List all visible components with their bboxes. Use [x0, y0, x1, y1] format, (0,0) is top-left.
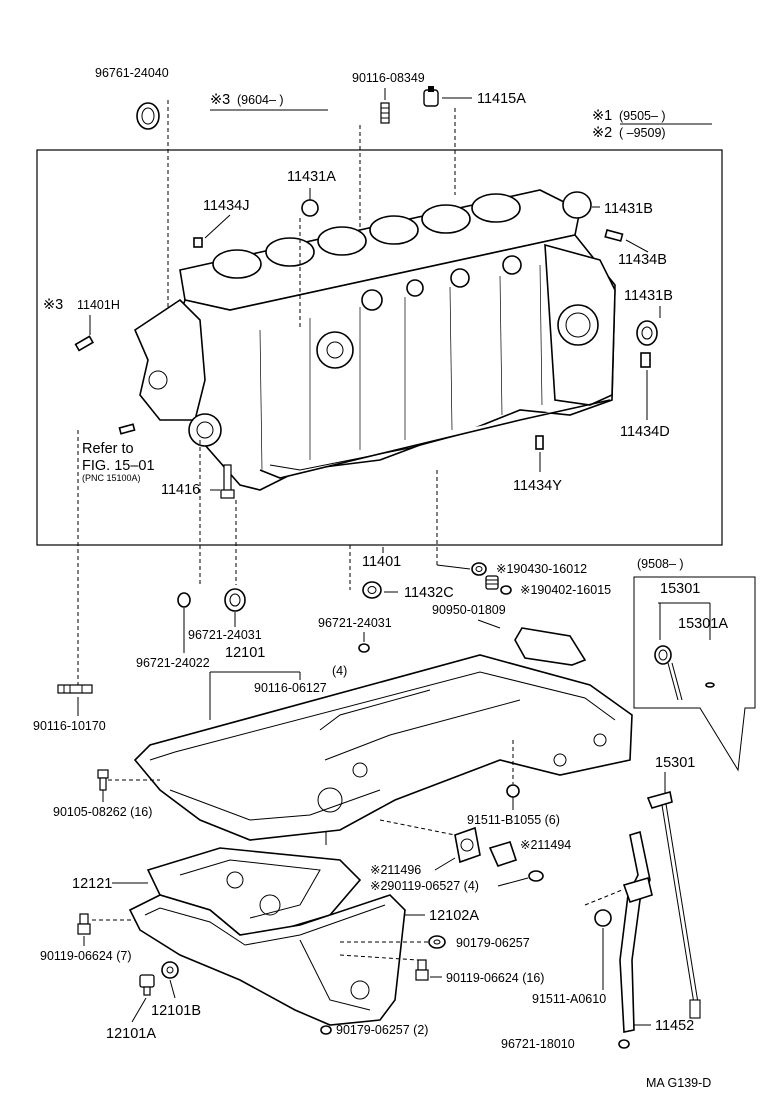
label-11434B: 11434B	[618, 252, 667, 268]
label-90179-06257: 90179-06257	[456, 936, 530, 950]
refer-line1: Refer to	[82, 441, 134, 457]
label-12101: 12101	[225, 645, 265, 661]
label-90179-06257-2: 90179-06257 (2)	[336, 1023, 428, 1037]
label-11401H-note: ※3	[43, 297, 63, 313]
legend-note2: ※2	[592, 125, 612, 141]
plug-11432C-icon	[362, 581, 382, 599]
oil-pan-lower-icon	[128, 894, 406, 1026]
legend-note1-range: (9505– )	[619, 109, 666, 123]
drain-plug-12101A-icon	[139, 974, 155, 996]
gasket-12101B-icon	[161, 961, 179, 979]
label-12102A: 12102A	[429, 908, 479, 924]
label-96721-24022: 96721-24022	[136, 656, 210, 670]
bolt-11416-icon	[220, 464, 235, 499]
label-11431B-mid: 11431B	[624, 288, 673, 304]
nut-90179-06257-icon	[428, 935, 446, 949]
bolt-90119-06624-16-icon	[415, 959, 429, 981]
legend-note1: ※1	[592, 108, 612, 124]
label-90116-06127: 90116-06127	[254, 681, 327, 695]
o-ring-96721-18010-icon	[618, 1039, 630, 1049]
label-11431B-top: 11431B	[604, 201, 653, 217]
label-15301A: 15301A	[678, 616, 728, 632]
label-96721-18010: 96721-18010	[501, 1037, 575, 1051]
label-11452: 11452	[655, 1018, 694, 1034]
bolt-90105-08262-icon	[97, 769, 109, 791]
dipstick-box-range: (9508– )	[637, 557, 684, 571]
refer-line3: (PNC 15100A)	[82, 473, 141, 483]
label-91511-A0610: 91511-A0610	[532, 992, 606, 1006]
label-11401H: 11401H	[77, 298, 120, 312]
plug-91511-A0610-icon	[594, 909, 612, 927]
plug-91511-B1055-icon	[506, 784, 520, 798]
plug-11431B-icon	[562, 191, 592, 219]
label-12121: 12121	[72, 876, 112, 892]
label-190430: ※190430-16012	[496, 562, 587, 576]
legend-note3-range: (9604– )	[237, 93, 284, 107]
plug-190402-icon	[485, 575, 512, 595]
legend-note2-range: ( –9509)	[619, 126, 666, 140]
o-ring-96721-24031-icon	[224, 588, 246, 612]
label-96721-24031-b: 96721-24031	[188, 628, 262, 642]
oil-pan-upper-icon	[133, 654, 633, 841]
stud-90116-10170-icon	[57, 684, 93, 694]
refer-line2: FIG. 15–01	[82, 458, 155, 474]
label-190402: ※190402-16015	[520, 583, 611, 597]
label-11431A: 11431A	[287, 169, 336, 185]
label-11401: 11401	[362, 554, 401, 570]
label-90119-06624-7: 90119-06624 (7)	[40, 949, 132, 963]
label-11416: 11416	[161, 482, 200, 498]
washer-190430-icon	[471, 562, 487, 576]
label-12101B: 12101B	[151, 1003, 201, 1019]
label-96721-24031-a: 96721-24031	[318, 616, 392, 630]
label-96761-24040: 96761-24040	[95, 66, 169, 80]
label-15301: 15301	[655, 755, 695, 771]
label-90950-01809: 90950-01809	[432, 603, 506, 617]
label-15301-box: 15301	[660, 581, 700, 597]
plug-icon	[423, 86, 439, 107]
label-90119-06527: ※290119-06527 (4)	[370, 879, 479, 893]
legend-note3: ※3	[210, 92, 230, 108]
label-90116-10170: 90116-10170	[33, 719, 106, 733]
label-91511-B1055: 91511-B1055 (6)	[467, 813, 560, 827]
label-qty4: (4)	[332, 664, 347, 678]
label-90116-08349: 90116-08349	[352, 71, 425, 85]
label-11434J: 11434J	[203, 198, 250, 214]
label-11496: ※211496	[370, 863, 421, 877]
bolt-90119-06527-icon	[528, 870, 544, 882]
dipstick-icon	[646, 791, 701, 1019]
dipstick-guide-icon	[619, 830, 653, 1033]
cylinder-block-icon	[134, 189, 616, 491]
o-ring-96721-24022-icon	[177, 592, 191, 608]
cover-11494-icon	[488, 841, 518, 867]
oil-strainer-cap-icon	[514, 627, 587, 666]
label-11434D: 11434D	[620, 424, 670, 440]
label-11415A: 11415A	[477, 91, 526, 107]
label-11434Y: 11434Y	[513, 478, 562, 494]
label-90105-08262: 90105-08262 (16)	[53, 805, 152, 819]
dipstick-callout-box	[633, 576, 756, 772]
block-frame	[36, 149, 723, 546]
bolt-90119-06624-7-icon	[77, 913, 91, 935]
oil-seal-icon	[136, 102, 160, 130]
label-12101A: 12101A	[106, 1026, 156, 1042]
label-90119-06624-16: 90119-06624 (16)	[446, 971, 544, 985]
stud-bolt-icon	[380, 102, 390, 124]
gasket-11496-icon	[454, 826, 481, 864]
label-11432C: 11432C	[404, 585, 454, 601]
dipstick-gauge-icon	[654, 645, 715, 701]
figure-id: MA G139-D	[646, 1076, 711, 1090]
label-11494: ※211494	[520, 838, 571, 852]
